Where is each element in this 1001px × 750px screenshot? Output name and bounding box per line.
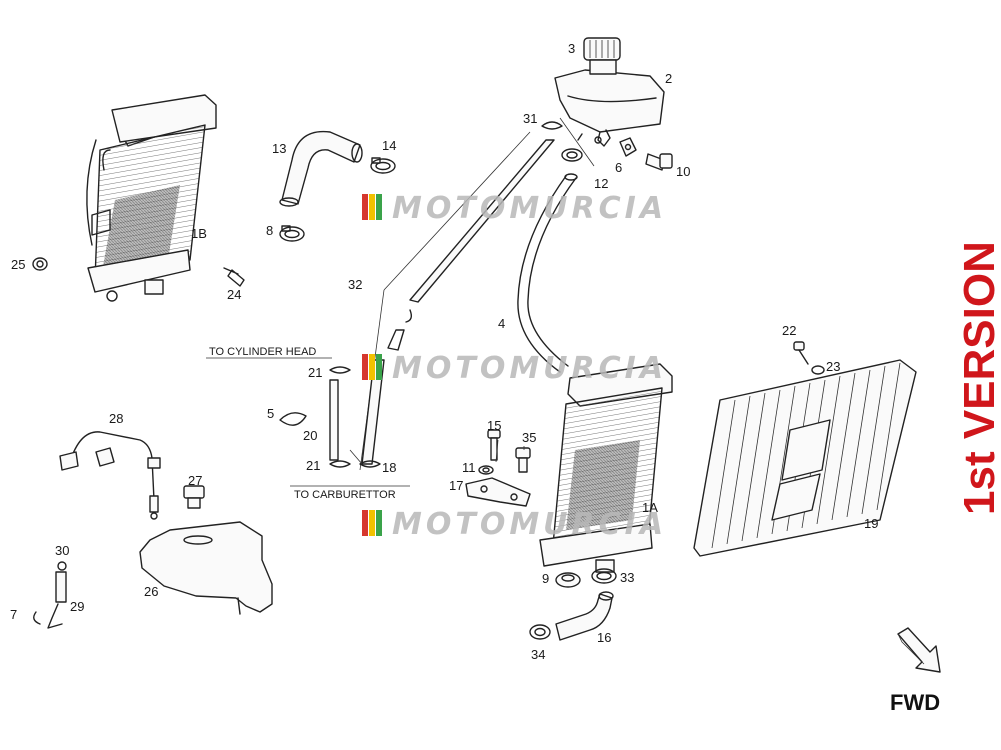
part-label: 16 xyxy=(597,630,611,645)
part-label: 21 xyxy=(306,458,320,473)
hose-20 xyxy=(329,379,339,461)
clamps-21 xyxy=(329,366,381,468)
part-label: 32 xyxy=(348,277,362,292)
watermark-2: MOTOMURCIA xyxy=(362,351,667,386)
part-label: 25 xyxy=(11,257,25,272)
part-label: 33 xyxy=(620,570,634,585)
clip-5 xyxy=(279,412,307,426)
part-label: 12 xyxy=(594,176,608,191)
route-label-cylinder-head: TO CYLINDER HEAD xyxy=(209,346,316,358)
route-lines xyxy=(206,357,410,487)
hose-16 xyxy=(555,591,614,641)
part-label: 29 xyxy=(70,599,84,614)
bolt-22 xyxy=(793,341,809,365)
hose-4 xyxy=(517,173,578,373)
part-label: 20 xyxy=(303,428,317,443)
part-label: 3 xyxy=(568,41,575,56)
nut-6 xyxy=(619,137,637,157)
fwd-arrow-icon xyxy=(897,627,941,673)
part-label: 9 xyxy=(542,571,549,586)
filler-cap-3 xyxy=(583,37,621,75)
part-label: 4 xyxy=(498,316,505,331)
bolt-15 xyxy=(487,429,501,461)
part-label: 1B xyxy=(191,226,207,241)
screw-35 xyxy=(515,447,531,473)
clip-25 xyxy=(32,257,48,271)
leader-lines xyxy=(349,117,595,465)
part-label: 24 xyxy=(227,287,241,302)
washer-23 xyxy=(811,365,825,375)
part-label: 28 xyxy=(109,411,123,426)
part-label: 6 xyxy=(615,160,622,175)
part-label: 2 xyxy=(665,71,672,86)
radiator-guard-19 xyxy=(693,359,917,557)
part-label: 22 xyxy=(782,323,796,338)
part-label: 23 xyxy=(826,359,840,374)
clip-7 xyxy=(33,611,41,625)
part-label: 34 xyxy=(531,647,545,662)
clamp-12 xyxy=(561,148,583,162)
fitting-30-29 xyxy=(47,561,67,629)
part-label: 27 xyxy=(188,473,202,488)
part-label: 13 xyxy=(272,141,286,156)
part-label: 35 xyxy=(522,430,536,445)
part-label: 11 xyxy=(462,460,476,475)
washer-11 xyxy=(478,465,494,475)
version-label: 1st VERSION xyxy=(955,241,1001,515)
part-label: 10 xyxy=(676,164,690,179)
sensor-24 xyxy=(223,267,245,287)
hose-13 xyxy=(279,130,363,207)
clamp-34 xyxy=(529,624,551,640)
clamp-14 xyxy=(370,157,396,174)
watermark-stripe-green xyxy=(376,194,382,220)
watermark-3: MOTOMURCIA xyxy=(362,507,667,542)
fwd-label: FWD xyxy=(890,690,940,715)
part-label: 17 xyxy=(449,478,463,493)
watermark-stripe-red xyxy=(362,194,368,220)
bolt-10 xyxy=(645,153,673,171)
part-label: 31 xyxy=(523,111,537,126)
part-label: 21 xyxy=(308,365,322,380)
part-label: 18 xyxy=(382,460,396,475)
clamp-8 xyxy=(279,225,305,242)
radiator-1b xyxy=(86,94,217,302)
watermark-1: MOTOMURCIA xyxy=(362,191,667,226)
watermark-text: MOTOMURCIA xyxy=(392,351,667,386)
part-label: 15 xyxy=(487,418,501,433)
watermark-stripe-yellow xyxy=(369,194,375,220)
grommet-9 xyxy=(555,572,581,588)
part-label: 19 xyxy=(864,516,878,531)
part-labels: 1B 1A 2 3 4 5 6 7 8 9 10 11 12 13 14 15 … xyxy=(10,41,878,662)
route-label-carburettor: TO CARBURETTOR xyxy=(294,489,396,501)
harness-28 xyxy=(59,431,161,520)
part-label: 26 xyxy=(144,584,158,599)
watermark-text: MOTOMURCIA xyxy=(392,507,667,542)
part-label: 14 xyxy=(382,138,396,153)
part-label: 30 xyxy=(55,543,69,558)
watermark-text: MOTOMURCIA xyxy=(392,191,667,226)
part-label: 7 xyxy=(10,607,17,622)
part-label: 5 xyxy=(267,406,274,421)
part-label: 1A xyxy=(642,500,658,515)
clamp-31 xyxy=(541,121,563,130)
radiator-1a xyxy=(539,363,673,573)
part-label: 8 xyxy=(266,223,273,238)
hose-32 xyxy=(405,139,555,323)
bracket-17 xyxy=(465,477,531,507)
filler-cap-27 xyxy=(183,485,205,509)
clamp-33 xyxy=(591,568,617,584)
reservoir-26 xyxy=(139,521,273,615)
